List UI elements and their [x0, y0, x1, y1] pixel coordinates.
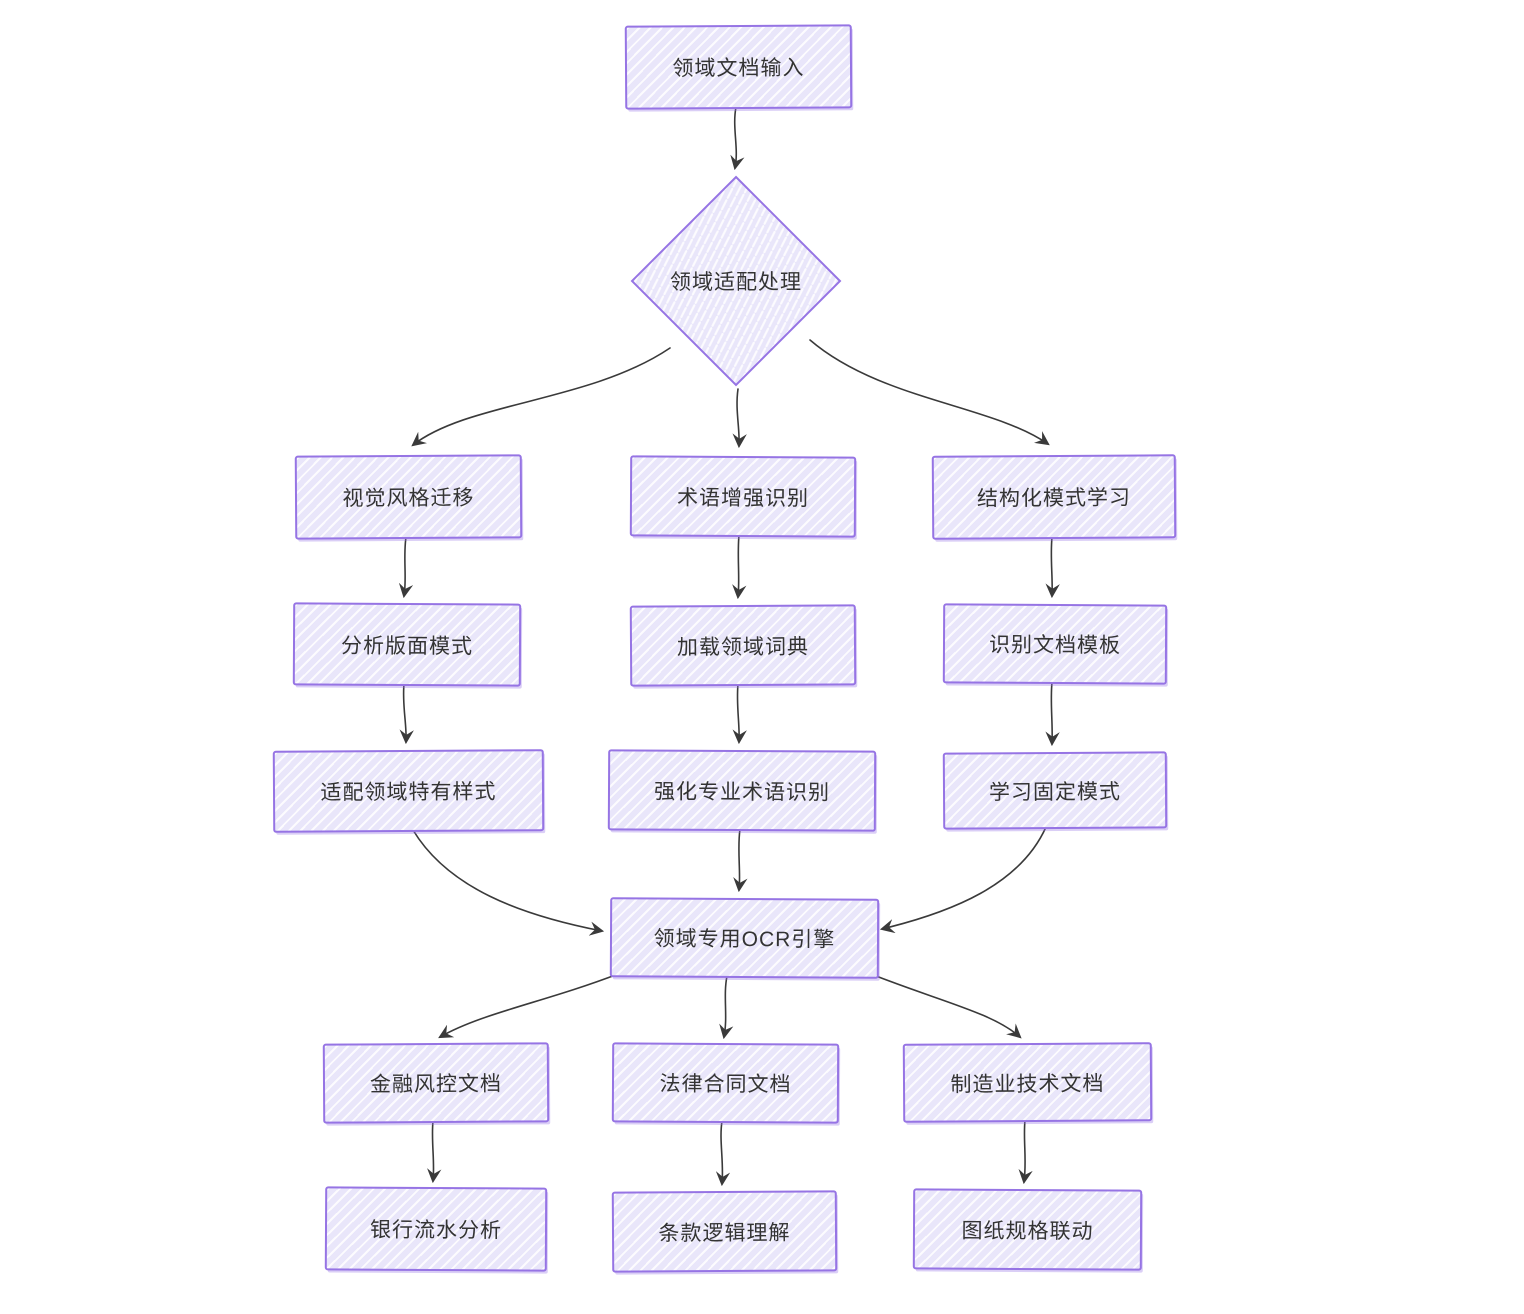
node-load-dictionary: 加载领域词典 — [629, 604, 857, 687]
edge-decision-visual-style — [411, 347, 671, 447]
node-visual-style: 视觉风格迁移 — [294, 454, 523, 540]
node-input: 领域文档输入 — [624, 24, 853, 110]
decision-diamond-shape — [630, 175, 842, 387]
node-strengthen-terms-label: 强化专业术语识别 — [653, 780, 831, 804]
edge-term-enhance-load-dictionary — [732, 534, 747, 600]
edge-ocr-engine-manufacturing-doc — [865, 971, 1022, 1039]
edge-strengthen-terms-ocr-engine — [733, 828, 748, 893]
node-load-dictionary-label: 加载领域词典 — [676, 635, 810, 659]
node-layout-analysis-label: 分析版面模式 — [340, 634, 474, 658]
edge-input-decision — [730, 106, 745, 171]
node-drawing-spec-label: 图纸规格联动 — [961, 1219, 1094, 1243]
edge-manufacturing-doc-drawing-spec — [1018, 1119, 1033, 1185]
node-recognize-template-label: 识别文档模板 — [988, 633, 1122, 658]
node-legal-doc-label: 法律合同文档 — [659, 1072, 792, 1097]
edge-recognize-template-learn-fixed — [1045, 681, 1060, 747]
node-finance-doc: 金融风控文档 — [322, 1042, 550, 1124]
edge-decision-structured-learning — [809, 339, 1050, 446]
edge-ocr-engine-legal-doc — [719, 975, 734, 1040]
node-finance-doc-label: 金融风控文档 — [369, 1072, 503, 1097]
node-learn-fixed: 学习固定模式 — [942, 751, 1168, 830]
node-decision-label: 领域适配处理 — [670, 271, 802, 294]
node-visual-style-label: 视觉风格迁移 — [342, 486, 475, 511]
node-term-enhance: 术语增强识别 — [629, 455, 857, 538]
edge-legal-doc-clause-logic — [715, 1120, 731, 1187]
node-drawing-spec: 图纸规格联动 — [912, 1188, 1143, 1271]
node-input-label: 领域文档输入 — [672, 56, 805, 81]
node-clause-logic-label: 条款逻辑理解 — [658, 1221, 791, 1245]
edge-layout-analysis-adapt-styles — [399, 683, 414, 745]
node-ocr-engine: 领域专用OCR引擎 — [609, 897, 880, 979]
edge-structured-learning-recognize-template — [1045, 536, 1060, 599]
node-clause-logic: 条款逻辑理解 — [611, 1190, 838, 1273]
node-recognize-template: 识别文档模板 — [942, 603, 1168, 685]
edge-ocr-engine-finance-doc — [438, 973, 619, 1039]
edge-adapt-styles-ocr-engine — [412, 829, 605, 936]
edge-visual-style-layout-analysis — [398, 536, 414, 599]
edge-decision-term-enhance — [732, 388, 747, 449]
node-manufacturing-doc: 制造业技术文档 — [902, 1042, 1153, 1123]
node-adapt-styles: 适配领域特有样式 — [272, 749, 545, 833]
node-bank-flow: 银行流水分析 — [324, 1186, 548, 1272]
node-learn-fixed-label: 学习固定模式 — [988, 780, 1122, 804]
node-ocr-engine-label: 领域专用OCR引擎 — [653, 927, 836, 952]
node-decision: 领域适配处理 — [636, 265, 836, 297]
node-structured-learning-label: 结构化模式学习 — [976, 486, 1132, 511]
node-bank-flow-label: 银行流水分析 — [369, 1218, 503, 1243]
node-strengthen-terms: 强化专业术语识别 — [607, 749, 877, 832]
node-manufacturing-doc-label: 制造业技术文档 — [950, 1072, 1105, 1096]
node-layout-analysis: 分析版面模式 — [292, 602, 522, 687]
edge-learn-fixed-ocr-engine — [879, 826, 1047, 934]
node-legal-doc: 法律合同文档 — [611, 1042, 840, 1124]
node-structured-learning: 结构化模式学习 — [931, 454, 1177, 540]
node-term-enhance-label: 术语增强识别 — [676, 486, 810, 510]
edge-finance-doc-bank-flow — [427, 1120, 442, 1184]
node-adapt-styles-label: 适配领域特有样式 — [320, 780, 497, 805]
edge-load-dictionary-strengthen-terms — [732, 683, 747, 745]
